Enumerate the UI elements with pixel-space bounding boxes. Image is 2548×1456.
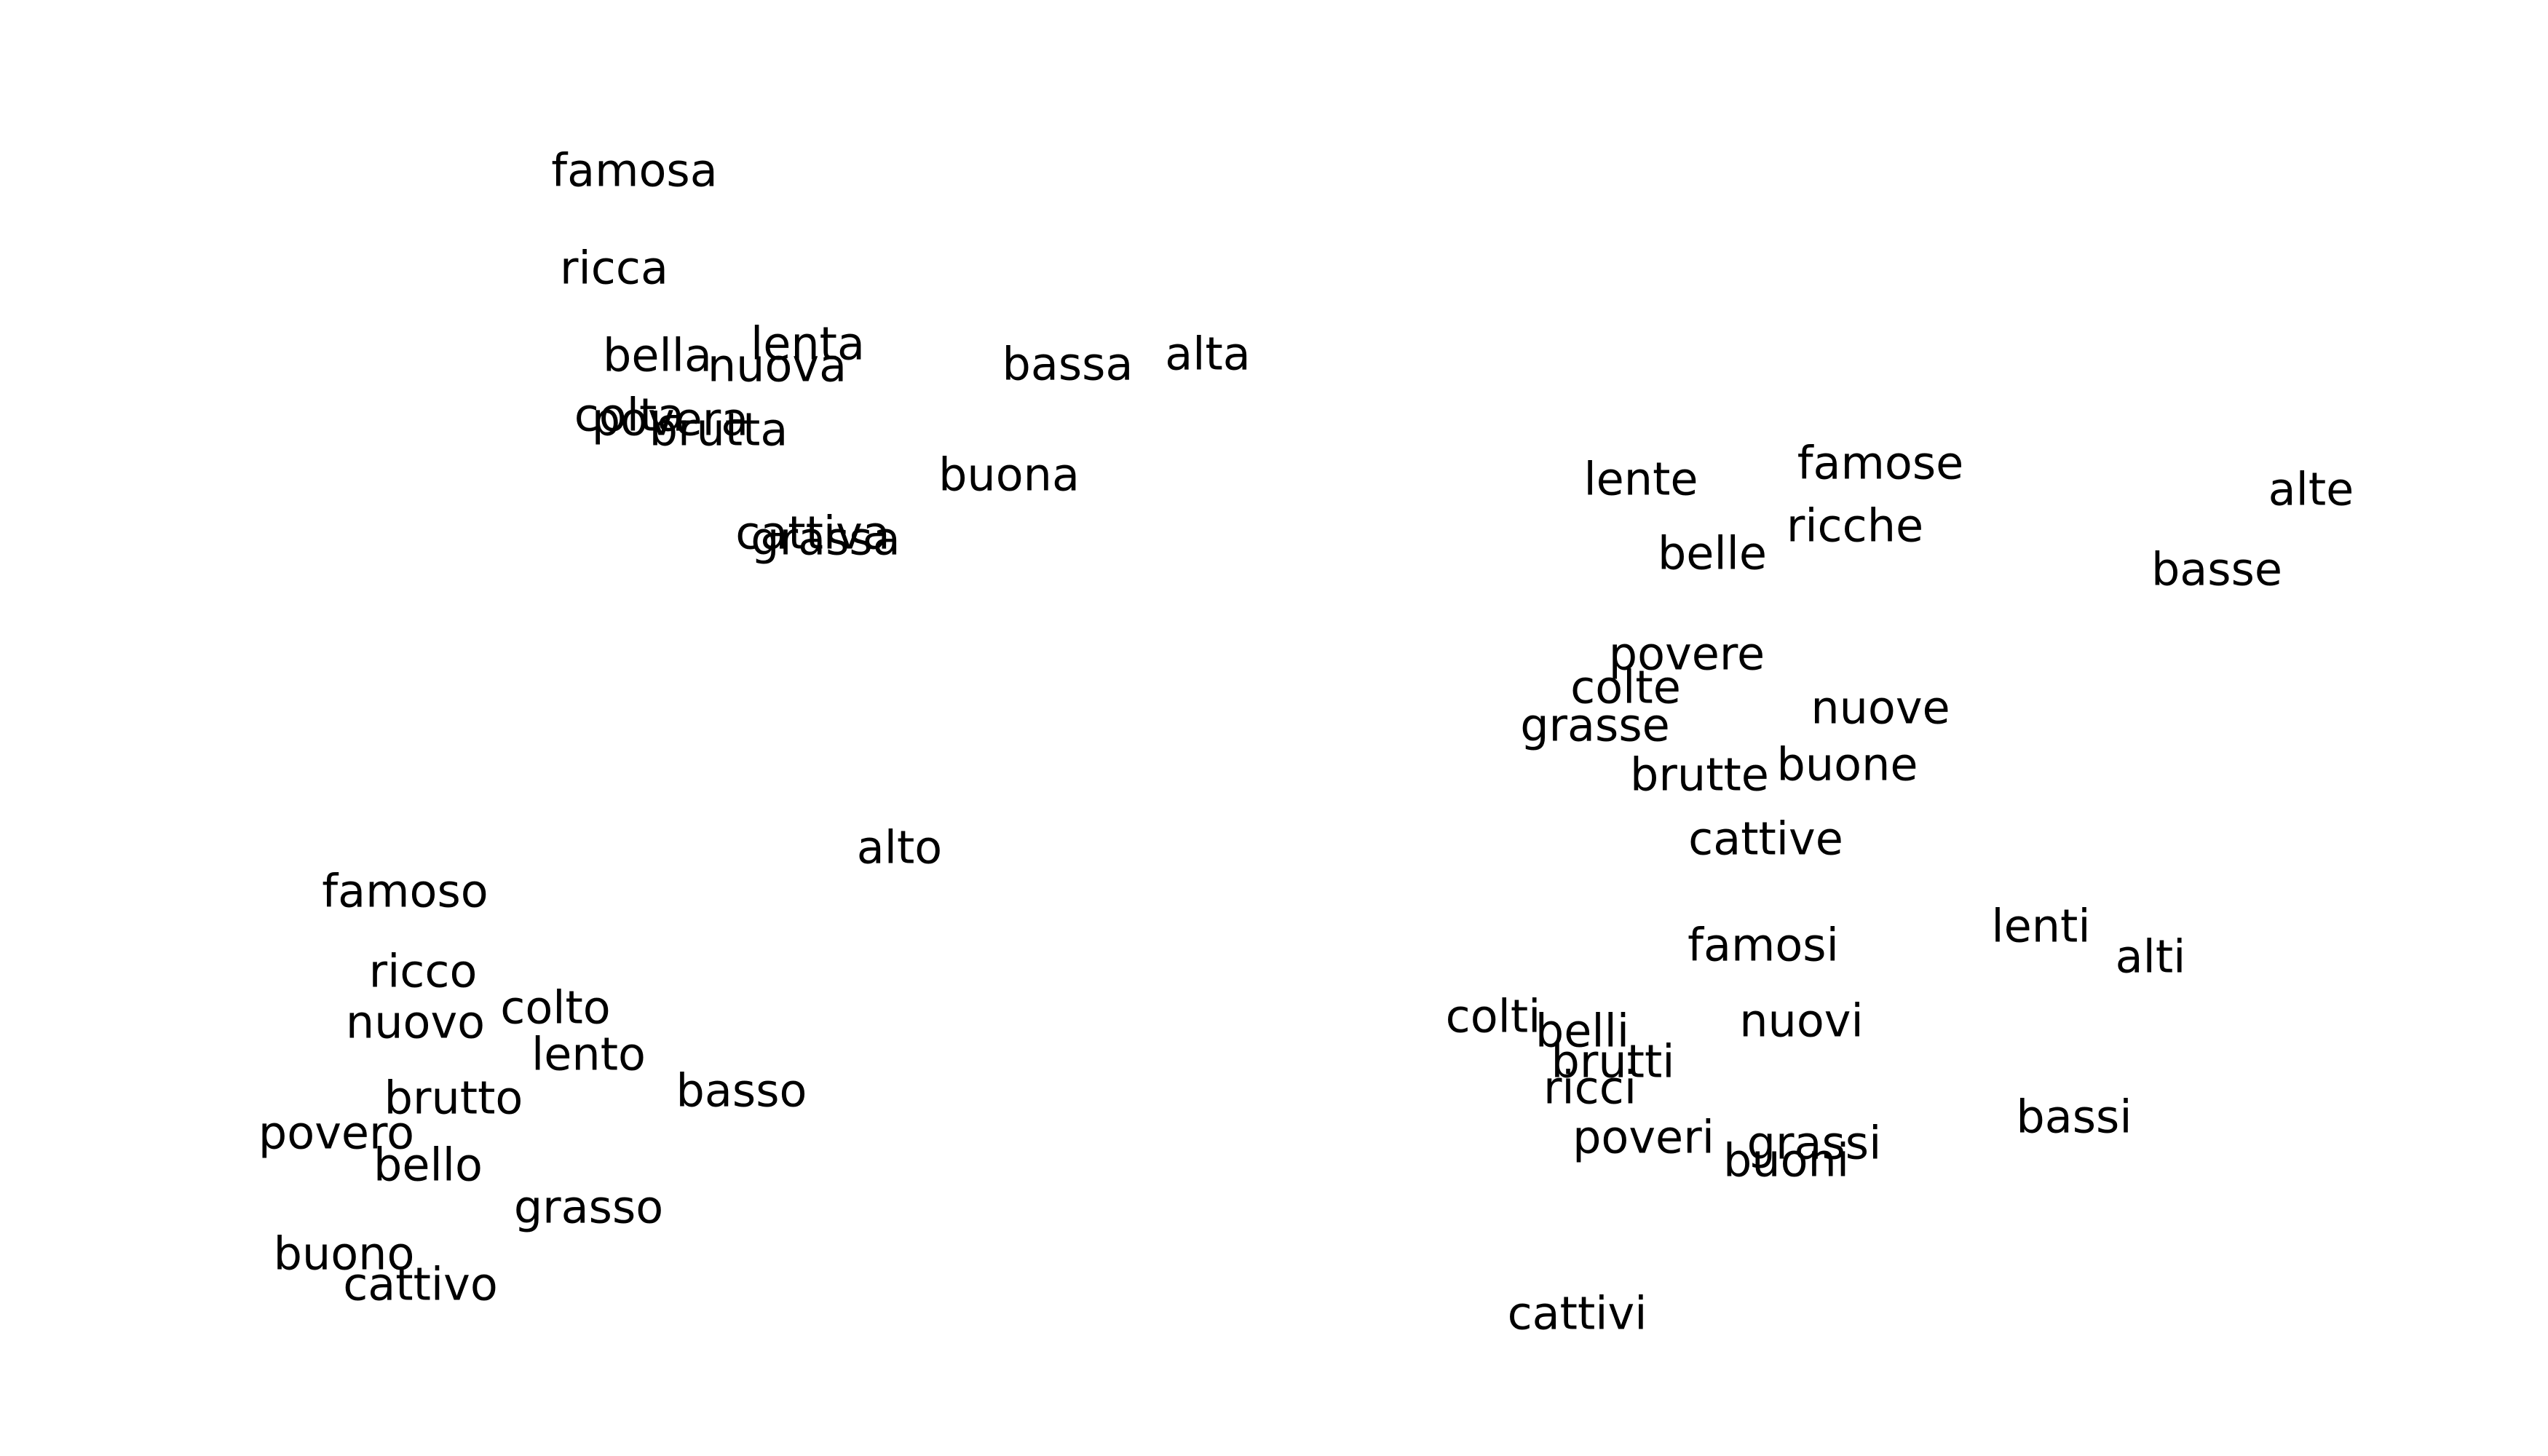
word-label-basso: basso bbox=[676, 1064, 807, 1117]
word-label-famose: famose bbox=[1797, 437, 1964, 490]
word-label-povere: povere bbox=[1609, 628, 1765, 681]
word-label-bello: bello bbox=[373, 1139, 483, 1192]
word-label-lenta: lenta bbox=[751, 317, 865, 371]
word-label-povero: povero bbox=[258, 1107, 414, 1160]
word-label-brutto: brutto bbox=[384, 1072, 523, 1125]
word-label-grasse: grasse bbox=[1520, 699, 1670, 752]
word-label-colto: colto bbox=[500, 981, 611, 1034]
word-label-ricche: ricche bbox=[1787, 499, 1923, 553]
word-label-buona: buona bbox=[938, 448, 1080, 502]
word-label-basse: basse bbox=[2151, 543, 2282, 596]
word-label-colte: colte bbox=[1570, 661, 1681, 714]
word-label-buono: buono bbox=[274, 1227, 415, 1281]
word-label-nuovo: nuovo bbox=[346, 996, 485, 1049]
word-label-povera: povera bbox=[592, 393, 749, 446]
word-label-belli: belli bbox=[1535, 1005, 1629, 1058]
word-label-cattivo: cattivo bbox=[343, 1258, 498, 1311]
word-label-nuovi: nuovi bbox=[1739, 994, 1863, 1048]
word-label-cattive: cattive bbox=[1688, 812, 1843, 866]
word-label-brutta: brutta bbox=[649, 403, 788, 456]
word-label-ricco: ricco bbox=[369, 945, 478, 998]
word-label-alta: alta bbox=[1165, 328, 1251, 381]
word-label-grassa: grassa bbox=[751, 513, 900, 566]
word-label-cattiva: cattiva bbox=[735, 507, 890, 560]
word-label-bella: bella bbox=[603, 329, 712, 382]
word-label-ricci: ricci bbox=[1543, 1061, 1637, 1115]
word-label-ricca: ricca bbox=[560, 242, 668, 295]
word-label-brutte: brutte bbox=[1630, 748, 1769, 802]
word-label-lento: lento bbox=[531, 1028, 646, 1081]
word-label-belle: belle bbox=[1658, 527, 1767, 580]
word-label-grasso: grasso bbox=[514, 1181, 663, 1234]
word-label-alte: alte bbox=[2268, 463, 2354, 516]
word-label-grassi: grassi bbox=[1747, 1117, 1882, 1170]
word-label-alti: alti bbox=[2116, 930, 2186, 984]
word-label-brutti: brutti bbox=[1551, 1035, 1675, 1088]
word-label-nuova: nuova bbox=[708, 339, 847, 392]
word-label-famoso: famoso bbox=[322, 865, 488, 918]
word-label-colta: colta bbox=[574, 389, 685, 442]
word-label-nuove: nuove bbox=[1811, 681, 1950, 735]
word-label-buoni: buoni bbox=[1723, 1134, 1849, 1187]
word-label-poveri: poveri bbox=[1572, 1111, 1714, 1164]
word-label-famosa: famosa bbox=[551, 144, 717, 197]
word-label-bassa: bassa bbox=[1002, 338, 1133, 391]
word-label-cattivi: cattivi bbox=[1508, 1287, 1647, 1340]
word-label-lente: lente bbox=[1583, 453, 1698, 506]
word-label-buone: buone bbox=[1776, 738, 1918, 791]
word-label-colti: colti bbox=[1446, 990, 1541, 1043]
word-label-lenti: lenti bbox=[1991, 900, 2090, 953]
word-label-bassi: bassi bbox=[2016, 1091, 2132, 1144]
word-label-alto: alto bbox=[857, 821, 942, 874]
word-label-famosi: famosi bbox=[1688, 919, 1839, 972]
